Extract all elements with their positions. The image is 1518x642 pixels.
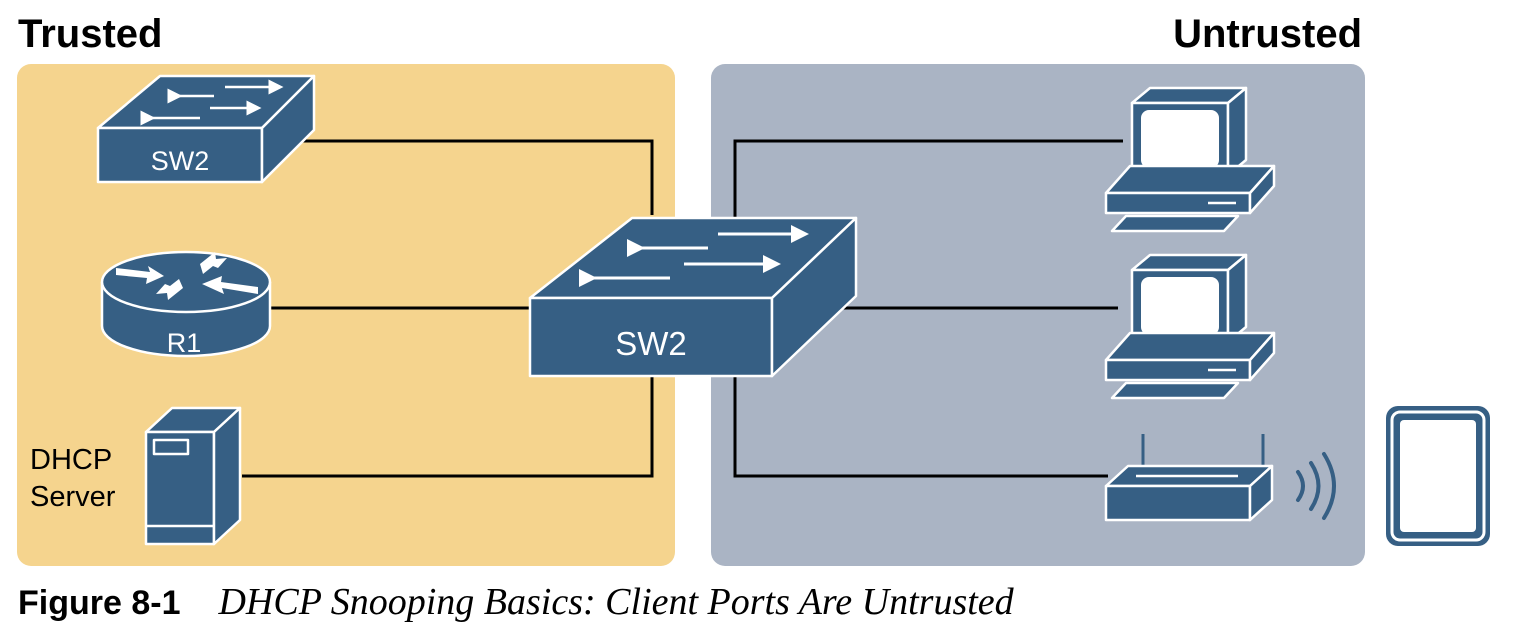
wireless-signal-icon <box>1296 452 1336 520</box>
link-server <box>242 375 654 478</box>
switch-sw2-top <box>96 74 316 184</box>
link-access-point <box>733 375 1108 478</box>
pc-top-icon <box>1104 86 1276 233</box>
router-label: R1 <box>167 328 202 358</box>
switch-sw2-center <box>528 216 858 378</box>
figure-number: Figure 8-1 <box>18 584 181 622</box>
server-label-line2: Server <box>30 481 116 513</box>
router-r1 <box>100 250 272 358</box>
tablet-icon <box>1386 406 1490 546</box>
dhcp-server <box>144 406 242 546</box>
network-links <box>242 139 1123 478</box>
link-sw-top <box>298 139 654 215</box>
sw-top-label: SW2 <box>151 146 210 176</box>
figure-caption: Figure 8-1 DHCP Snooping Basics: Client P… <box>18 580 1014 624</box>
link-pc-top <box>733 139 1123 250</box>
access-point-icon <box>1104 434 1274 522</box>
server-label-line1: DHCP <box>30 444 112 476</box>
router-arrows-icon <box>116 252 258 300</box>
figure-title: DHCP Snooping Basics: Client Ports Are U… <box>218 581 1014 623</box>
trusted-zone-title: Trusted <box>18 12 163 56</box>
pc-middle-icon <box>1104 253 1276 400</box>
sw-center-label: SW2 <box>615 325 687 362</box>
untrusted-zone-title: Untrusted <box>1173 12 1362 56</box>
